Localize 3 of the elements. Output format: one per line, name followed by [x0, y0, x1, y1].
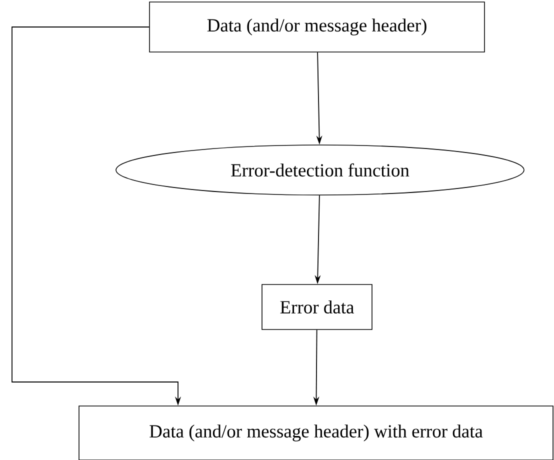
process-box: Error data — [262, 284, 372, 330]
process-box: Data (and/or message header) with error data — [78, 406, 554, 460]
process-box: Data (and/or message header) — [149, 2, 485, 52]
